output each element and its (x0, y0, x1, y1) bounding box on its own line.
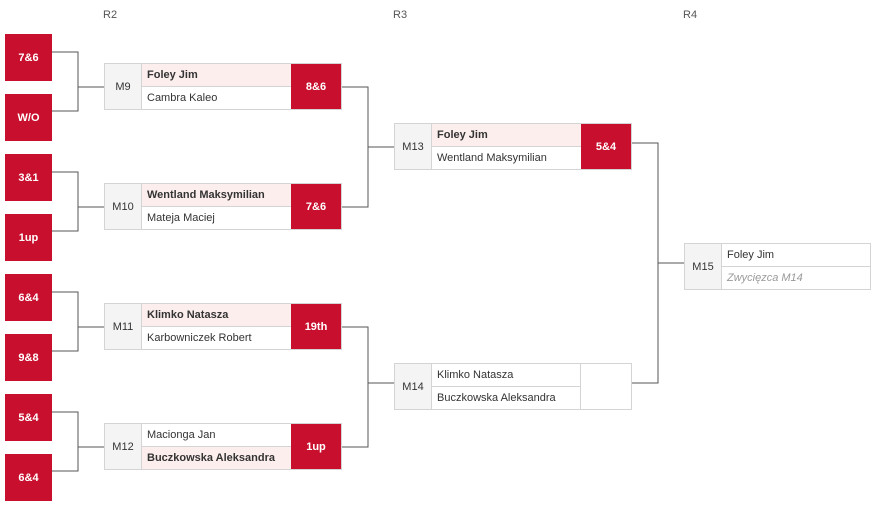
match-score: 19th (291, 304, 341, 349)
player-row: Cambra Kaleo (142, 86, 291, 109)
player-row-winner: Buczkowska Aleksandra (142, 446, 291, 469)
match-id: M10 (105, 184, 142, 229)
connector-m13-m14-m15 (632, 142, 685, 384)
player-row-winner: Klimko Natasza (142, 304, 291, 326)
match-id: M11 (105, 304, 142, 349)
match-m14[interactable]: M14 Klimko Natasza Buczkowska Aleksandra (394, 363, 632, 410)
match-id: M13 (395, 124, 432, 169)
match-score (580, 364, 631, 409)
r1-score-box: W/O (5, 94, 52, 141)
player-row-winner: Foley Jim (142, 64, 291, 86)
connector-r1-m9 (52, 51, 105, 112)
player-row: Macionga Jan (147, 429, 216, 441)
player-row-winner: Foley Jim (432, 124, 581, 146)
r1-score-box: 6&4 (5, 454, 52, 501)
match-score: 1up (291, 424, 341, 469)
player-row: Klimko Natasza (437, 369, 514, 381)
r1-score-box: 5&4 (5, 394, 52, 441)
match-m12[interactable]: M12 Macionga Jan Buczkowska Aleksandra 1… (104, 423, 342, 470)
player-row: Wentland Maksymilian (432, 146, 581, 169)
player-row-winner: Wentland Maksymilian (142, 184, 291, 206)
player-row-placeholder: Zwycięzca M14 (722, 266, 870, 289)
player-row: Buczkowska Aleksandra (432, 386, 580, 409)
match-m10[interactable]: M10 Wentland Maksymilian Mateja Maciej 7… (104, 183, 342, 230)
r1-score-box: 6&4 (5, 274, 52, 321)
player-row: Mateja Maciej (142, 206, 291, 229)
match-m11[interactable]: M11 Klimko Natasza Karbowniczek Robert 1… (104, 303, 342, 350)
connector-r1-m10 (52, 171, 105, 232)
match-id: M15 (685, 244, 722, 289)
match-id: M12 (105, 424, 142, 469)
player-row: Foley Jim (727, 249, 775, 261)
connector-r1-m12 (52, 411, 105, 472)
connector-m11-m12-m14 (342, 326, 395, 448)
match-id: M14 (395, 364, 432, 409)
match-score: 8&6 (291, 64, 341, 109)
r1-score-box: 7&6 (5, 34, 52, 81)
match-m15[interactable]: M15 Foley Jim Zwycięzca M14 (684, 243, 871, 290)
match-id: M9 (105, 64, 142, 109)
match-score: 5&4 (581, 124, 631, 169)
match-m13[interactable]: M13 Foley Jim Wentland Maksymilian 5&4 (394, 123, 632, 170)
round-label-r4: R4 (683, 9, 698, 21)
connector-r1-m11 (52, 291, 105, 352)
player-row: Karbowniczek Robert (142, 326, 291, 349)
r1-score-box: 1up (5, 214, 52, 261)
match-score: 7&6 (291, 184, 341, 229)
r1-score-box: 3&1 (5, 154, 52, 201)
match-m9[interactable]: M9 Foley Jim Cambra Kaleo 8&6 (104, 63, 342, 110)
r1-score-box: 9&8 (5, 334, 52, 381)
round-label-r2: R2 (103, 9, 118, 21)
connector-m9-m10-m13 (342, 86, 395, 208)
round-label-r3: R3 (393, 9, 408, 21)
